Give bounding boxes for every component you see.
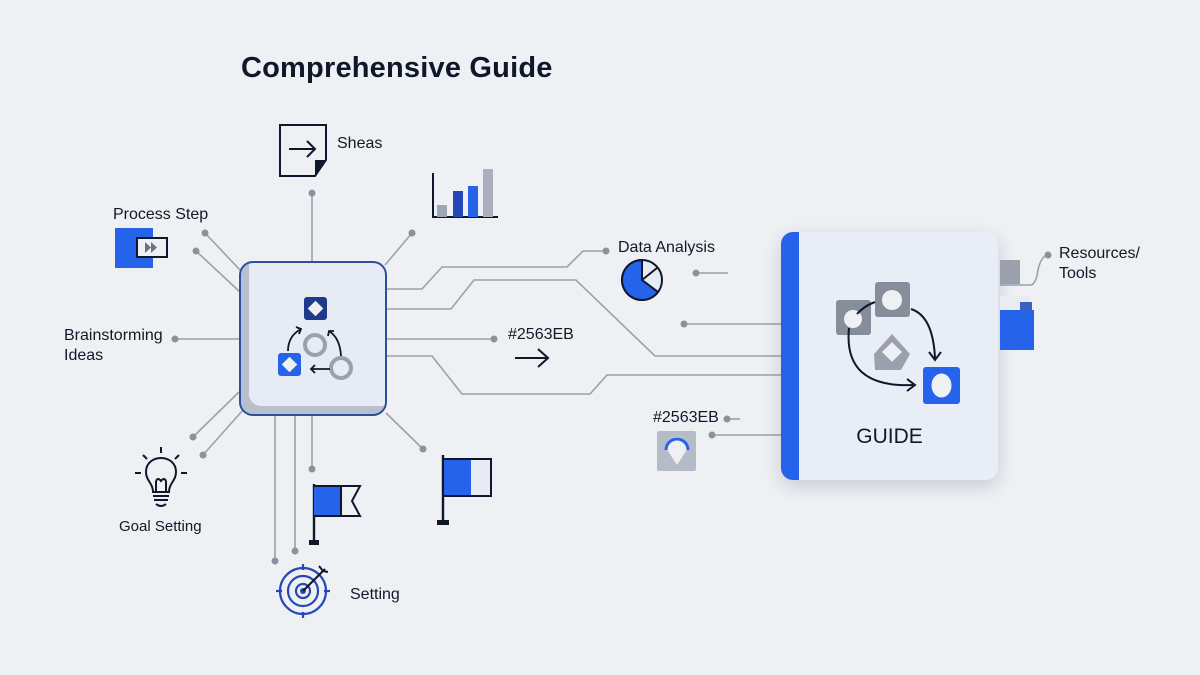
- color-label-2: #2563EB: [653, 409, 719, 426]
- node-label-brainstorming: Brainstorming Ideas: [64, 327, 163, 364]
- bar-2: [453, 191, 463, 217]
- pie-chart-icon: [621, 258, 663, 301]
- document-arrow-icon: [279, 124, 327, 177]
- connector-flag-2: [385, 412, 424, 450]
- connector-chart: [384, 232, 413, 266]
- node-label-data-analysis: Data Analysis: [618, 239, 715, 256]
- bar-chart-icon: [432, 169, 498, 218]
- node-label-sheas: Sheas: [337, 135, 383, 152]
- node-label-process-step: Process Step: [113, 206, 209, 223]
- pie-slice-divider: [641, 267, 658, 281]
- node-label-goal-setting: Goal Setting: [119, 518, 202, 535]
- bar-4: [483, 169, 493, 217]
- target-icon: [276, 564, 330, 618]
- trace-data-analysis: [387, 250, 606, 290]
- node-label-resources-tools: Resources/ Tools: [1059, 245, 1140, 282]
- pie-slice-major: [621, 258, 660, 301]
- arrow-right-icon: [515, 348, 550, 368]
- trace-guide-1: [387, 279, 781, 357]
- connector-process-2: [195, 250, 241, 293]
- workflow-icon: [836, 282, 960, 404]
- flag-icon: [309, 484, 362, 545]
- trace-resources: [1000, 254, 1049, 286]
- trace-guide-2: [387, 355, 781, 395]
- guide-card-label: GUIDE: [856, 425, 923, 448]
- folder-icon: [1000, 260, 1034, 350]
- page-title: Comprehensive Guide: [241, 52, 553, 84]
- bar-3: [468, 186, 478, 217]
- central-hub-node[interactable]: [239, 261, 387, 416]
- node-label-setting: Setting: [350, 586, 400, 603]
- location-loader-icon: [657, 431, 696, 471]
- guide-accent-bar: [781, 232, 799, 480]
- color-label-1: #2563EB: [508, 326, 574, 343]
- bar-1: [437, 205, 447, 217]
- guide-card[interactable]: GUIDE: [781, 232, 998, 480]
- lightbulb-icon: [135, 447, 187, 507]
- connector-goal-2: [202, 409, 244, 456]
- connector-goal-1: [192, 391, 240, 438]
- flag-icon-2: [437, 455, 492, 525]
- connector-process-1: [204, 232, 241, 271]
- fast-forward-icon: [115, 228, 168, 268]
- cycle-process-icon: [278, 297, 353, 380]
